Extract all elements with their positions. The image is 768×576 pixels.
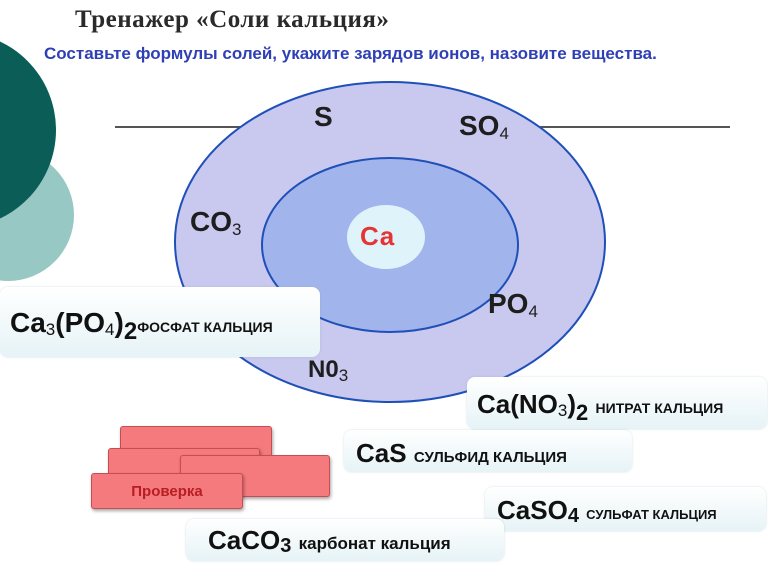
answer-card-sulfate[interactable]: CaSO4 СУЛЬФАТ КАЛЬЦИЯ [485,487,766,531]
answer-card-carbonate[interactable]: CaCO3 карбонат кальция [186,519,504,561]
ion-so4[interactable]: SO4 [459,110,509,143]
ion-po4[interactable]: PO4 [488,288,538,321]
task-instructions: Составьте формулы солей, укажите зарядов… [44,44,657,63]
center-ion-ellipse [347,205,425,269]
answer-card-phosphate[interactable]: Ca3(PO4)2ФОСФАТ КАЛЬЦИЯ [0,287,320,357]
answer-card-sulfide[interactable]: CaS СУЛЬФИД КАЛЬЦИЯ [344,430,632,472]
decorative-circles [0,41,74,281]
ion-co3[interactable]: CO3 [190,206,242,239]
answer-card-nitrate[interactable]: Ca(NO3)2 НИТРАТ КАЛЬЦИЯ [467,377,767,429]
dark-teal-circle [0,41,56,219]
center-ion-ca: Ca [360,221,396,251]
ion-no3[interactable]: N03 [308,356,349,385]
page-title: Тренажер «Соли кальция» [75,6,390,33]
right-divider-line [540,126,730,128]
left-divider-line [115,126,245,128]
ion-s[interactable]: S [314,101,333,132]
check-button[interactable]: Проверка [91,473,243,509]
